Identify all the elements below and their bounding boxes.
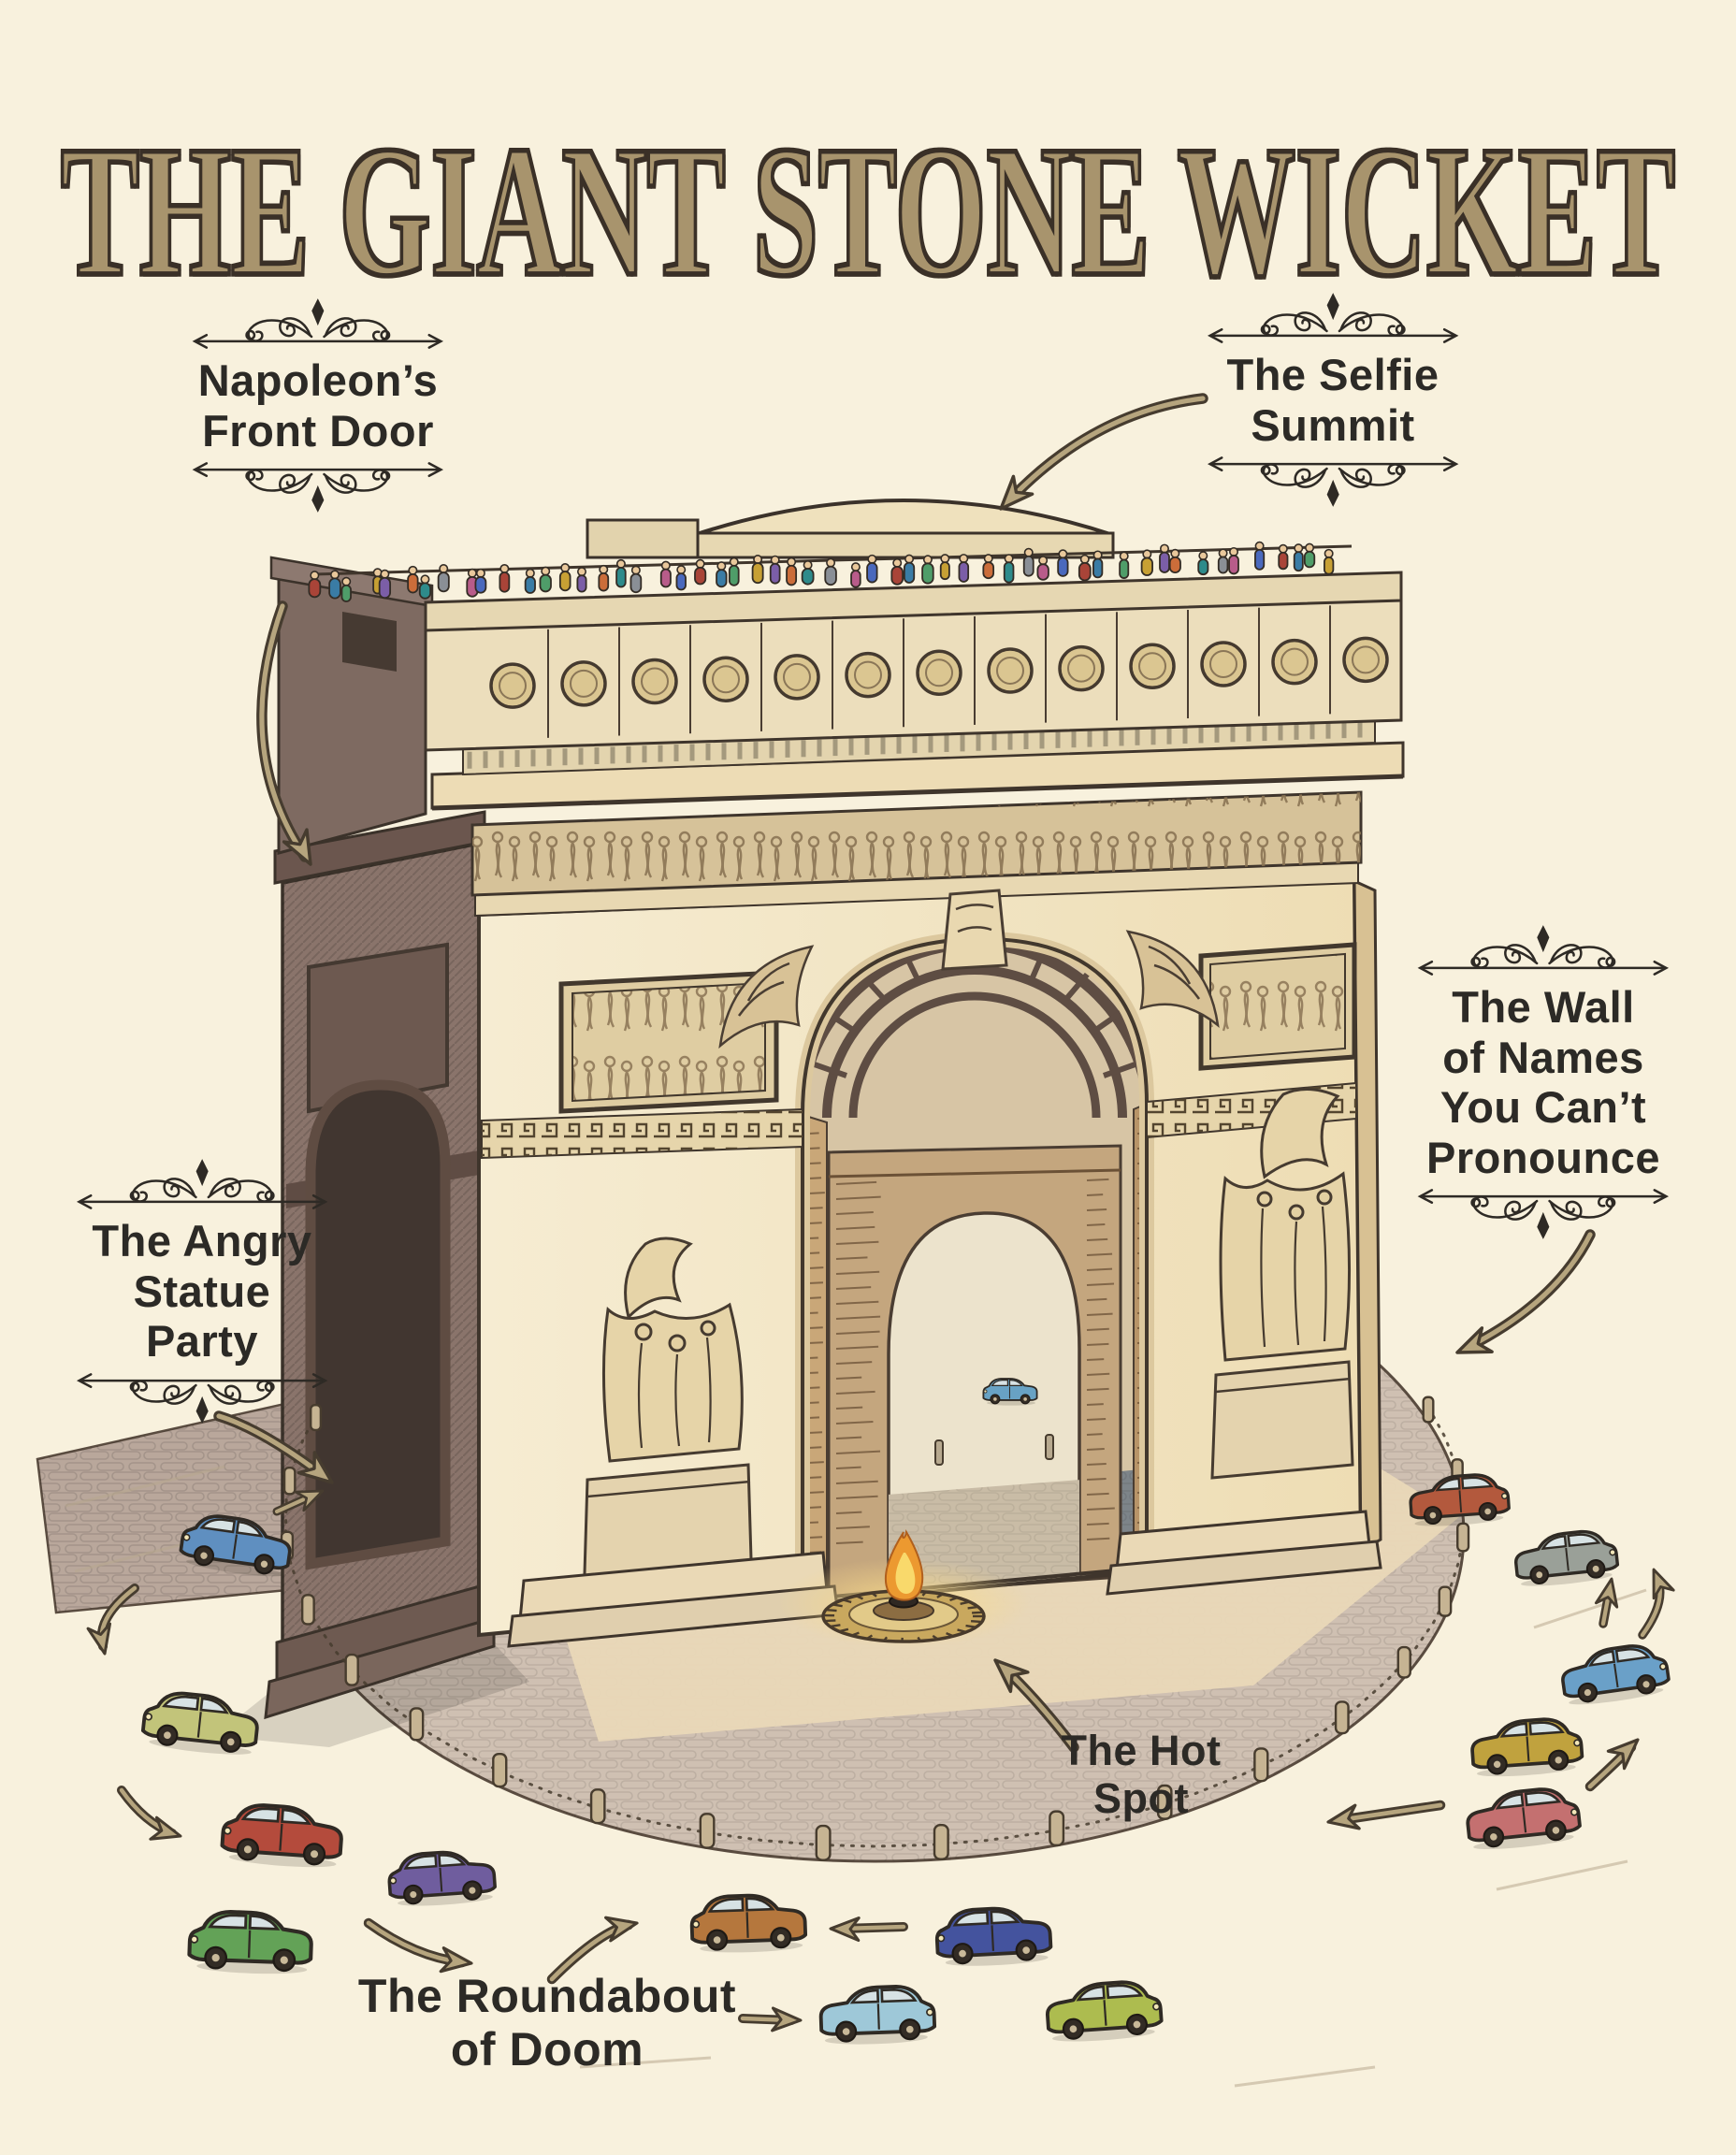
car-red-sedan-west bbox=[221, 1802, 343, 1870]
flourish-ornament-icon bbox=[1419, 1189, 1668, 1240]
bollard-chain-ring bbox=[280, 1396, 1470, 1861]
car-brown-sedan-south bbox=[688, 1891, 808, 1957]
flourish-ornament-icon bbox=[1208, 293, 1457, 343]
car-lime-van-south bbox=[1043, 1977, 1165, 2047]
label-text: The Selfie Summit bbox=[1226, 350, 1439, 450]
arrows-layer bbox=[86, 393, 1675, 2032]
west-loop-south-arrow-icon bbox=[86, 1584, 139, 1656]
relief-panel-right bbox=[1198, 942, 1357, 1071]
relief-panel-left bbox=[558, 970, 779, 1114]
greek-key-band bbox=[481, 1081, 1357, 1160]
angry-statue-arrow-icon bbox=[213, 1410, 334, 1484]
label-text: Napoleon’s Front Door bbox=[197, 355, 439, 456]
label-text: The Hot Spot bbox=[1061, 1727, 1222, 1823]
selfie-summit-arrow-icon bbox=[999, 393, 1208, 511]
car-mustard-sedan-east bbox=[1468, 1714, 1585, 1781]
flourish-ornament-icon bbox=[78, 1372, 326, 1424]
wall-of-names-arrow-icon bbox=[1455, 1229, 1596, 1354]
label-roundabout-of-doom: The Roundabout of Doom bbox=[297, 1970, 797, 2076]
label-text: The Roundabout of Doom bbox=[357, 1970, 737, 2075]
page-title: THE GIANT STONE WICKET bbox=[59, 108, 1676, 317]
arch-structure bbox=[264, 499, 1405, 1720]
east-west-arrow-icon bbox=[1326, 1800, 1446, 1830]
dentil-band bbox=[467, 720, 1363, 769]
label-napoleon-front-door: Napoleon’s Front Door bbox=[94, 297, 542, 513]
west-loop-southeast-arrow-icon bbox=[117, 1786, 182, 1841]
center-west-arrow-icon bbox=[829, 1916, 908, 1943]
doom-southeast-arrow-icon bbox=[363, 1917, 473, 1974]
east-north-arrow-icon bbox=[1594, 1577, 1619, 1628]
car-skyblue-hatch-south bbox=[817, 1983, 937, 2048]
spandrel-figures bbox=[718, 889, 1220, 1049]
car-navy-sedan-south bbox=[933, 1903, 1054, 1971]
flourish-ornament-icon bbox=[1208, 456, 1457, 507]
attic-medallions bbox=[489, 605, 1389, 738]
center-east-arrow-icon bbox=[738, 2006, 803, 2032]
label-hot-spot: The Hot Spot bbox=[963, 1727, 1319, 1823]
flourish-ornament-icon bbox=[194, 298, 442, 349]
doom-northeast-arrow-icon bbox=[546, 1916, 639, 1985]
flourish-ornament-icon bbox=[78, 1159, 326, 1209]
flourish-ornament-icon bbox=[194, 462, 442, 513]
merge-northeast-arrow-icon bbox=[272, 1489, 325, 1516]
arch-interior bbox=[802, 938, 1148, 1601]
car-gray-van-east bbox=[1512, 1526, 1621, 1591]
east-north-curve-arrow-icon bbox=[1638, 1568, 1675, 1640]
label-selfie-summit: The Selfie Summit bbox=[1113, 292, 1553, 508]
label-text: The Wall of Names You Can’t Pronounce bbox=[1426, 982, 1660, 1182]
car-purple-sedan-south bbox=[385, 1846, 499, 1911]
label-text: The Angry Statue Party bbox=[92, 1216, 312, 1367]
east-northeast-arrow-icon bbox=[1584, 1738, 1640, 1792]
hot-spot-arrow-icon bbox=[993, 1658, 1079, 1753]
statue-group-right bbox=[1210, 1088, 1354, 1480]
platform-crowd bbox=[308, 541, 1335, 602]
label-wall-of-names: The Wall of Names You Can’t Pronounce bbox=[1354, 924, 1732, 1240]
napoleon-arrow-icon bbox=[256, 600, 312, 866]
label-angry-statue-party: The Angry Statue Party bbox=[17, 1158, 387, 1425]
car-olive-hatchback-west bbox=[139, 1687, 262, 1760]
car-rose-sedan-east bbox=[1463, 1784, 1584, 1855]
car-teal-hatchback-east bbox=[1557, 1640, 1672, 1710]
eternal-flame-group bbox=[777, 1528, 1030, 1648]
car-green-hatchback-south bbox=[189, 1911, 312, 1975]
flourish-ornament-icon bbox=[1419, 925, 1668, 976]
